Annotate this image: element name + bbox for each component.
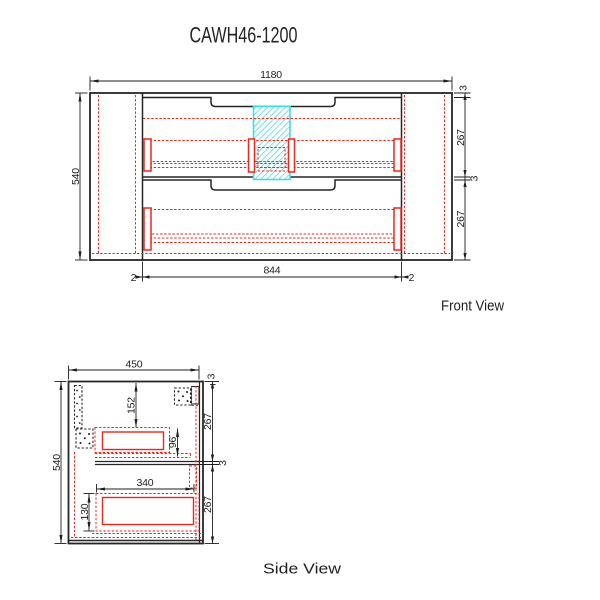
dim-side-upper-drawer-inner: 96 bbox=[167, 437, 179, 449]
dim-front-right-clearance: 2 bbox=[409, 272, 415, 284]
dim-front-top-panel: 3 bbox=[458, 85, 470, 91]
dim-front-upper-drawer: 267 bbox=[455, 129, 467, 146]
side-cabinet-outline bbox=[67, 380, 204, 545]
dim-side-drawer-top-offset: 152 bbox=[126, 397, 138, 414]
wall-fixing-strip bbox=[73, 384, 83, 429]
lower-drawer-side-hidden bbox=[95, 493, 200, 532]
dim-side-lower-section: 267 bbox=[202, 496, 214, 513]
dim-side-overall-height: 540 bbox=[51, 454, 63, 471]
lower-drawer-handle-recess bbox=[142, 179, 402, 191]
side-dimensions: 450 540 3 267 3 267 152 bbox=[51, 359, 229, 544]
dim-front-drawer-gap: 3 bbox=[469, 175, 481, 181]
front-view-label: Front View bbox=[441, 298, 504, 315]
dim-front-lower-drawer: 267 bbox=[455, 210, 467, 227]
dim-side-upper-section: 267 bbox=[202, 413, 214, 430]
lower-drawer-side-panel bbox=[101, 496, 195, 526]
side-view-label: Side View bbox=[263, 561, 341, 578]
hanging-rail-notch bbox=[190, 385, 200, 405]
dim-side-drawer-gap: 3 bbox=[217, 460, 229, 466]
siphon-recess-hidden bbox=[257, 147, 286, 168]
dim-front-drawer-width: 844 bbox=[264, 265, 281, 277]
dim-side-lower-drawer-depth: 340 bbox=[137, 477, 154, 489]
page-title: CAWH46-1200 bbox=[190, 23, 298, 48]
side-fittings bbox=[73, 384, 200, 449]
side-view-drawing: 450 540 3 267 3 267 152 bbox=[51, 359, 341, 578]
upper-drawer-side-hidden bbox=[94, 427, 170, 453]
dim-side-overall-depth: 450 bbox=[126, 359, 143, 371]
front-drawer-brackets bbox=[143, 138, 402, 251]
dim-side-top-panel: 3 bbox=[206, 373, 218, 379]
dim-front-overall-height: 540 bbox=[70, 168, 82, 185]
front-view-drawing: 1180 540 3 267 3 267 bbox=[70, 69, 504, 315]
dim-side-lower-drawer-front: 130 bbox=[79, 503, 91, 520]
front-dimensions: 1180 540 3 267 3 267 bbox=[70, 69, 481, 284]
side-hidden-lines bbox=[71, 386, 202, 540]
upper-drawer-side-panel bbox=[101, 431, 165, 451]
dim-front-left-clearance: 2 bbox=[131, 272, 137, 284]
dim-front-overall-width: 1180 bbox=[260, 69, 282, 81]
plumbing-cutout-highlight bbox=[252, 105, 291, 181]
